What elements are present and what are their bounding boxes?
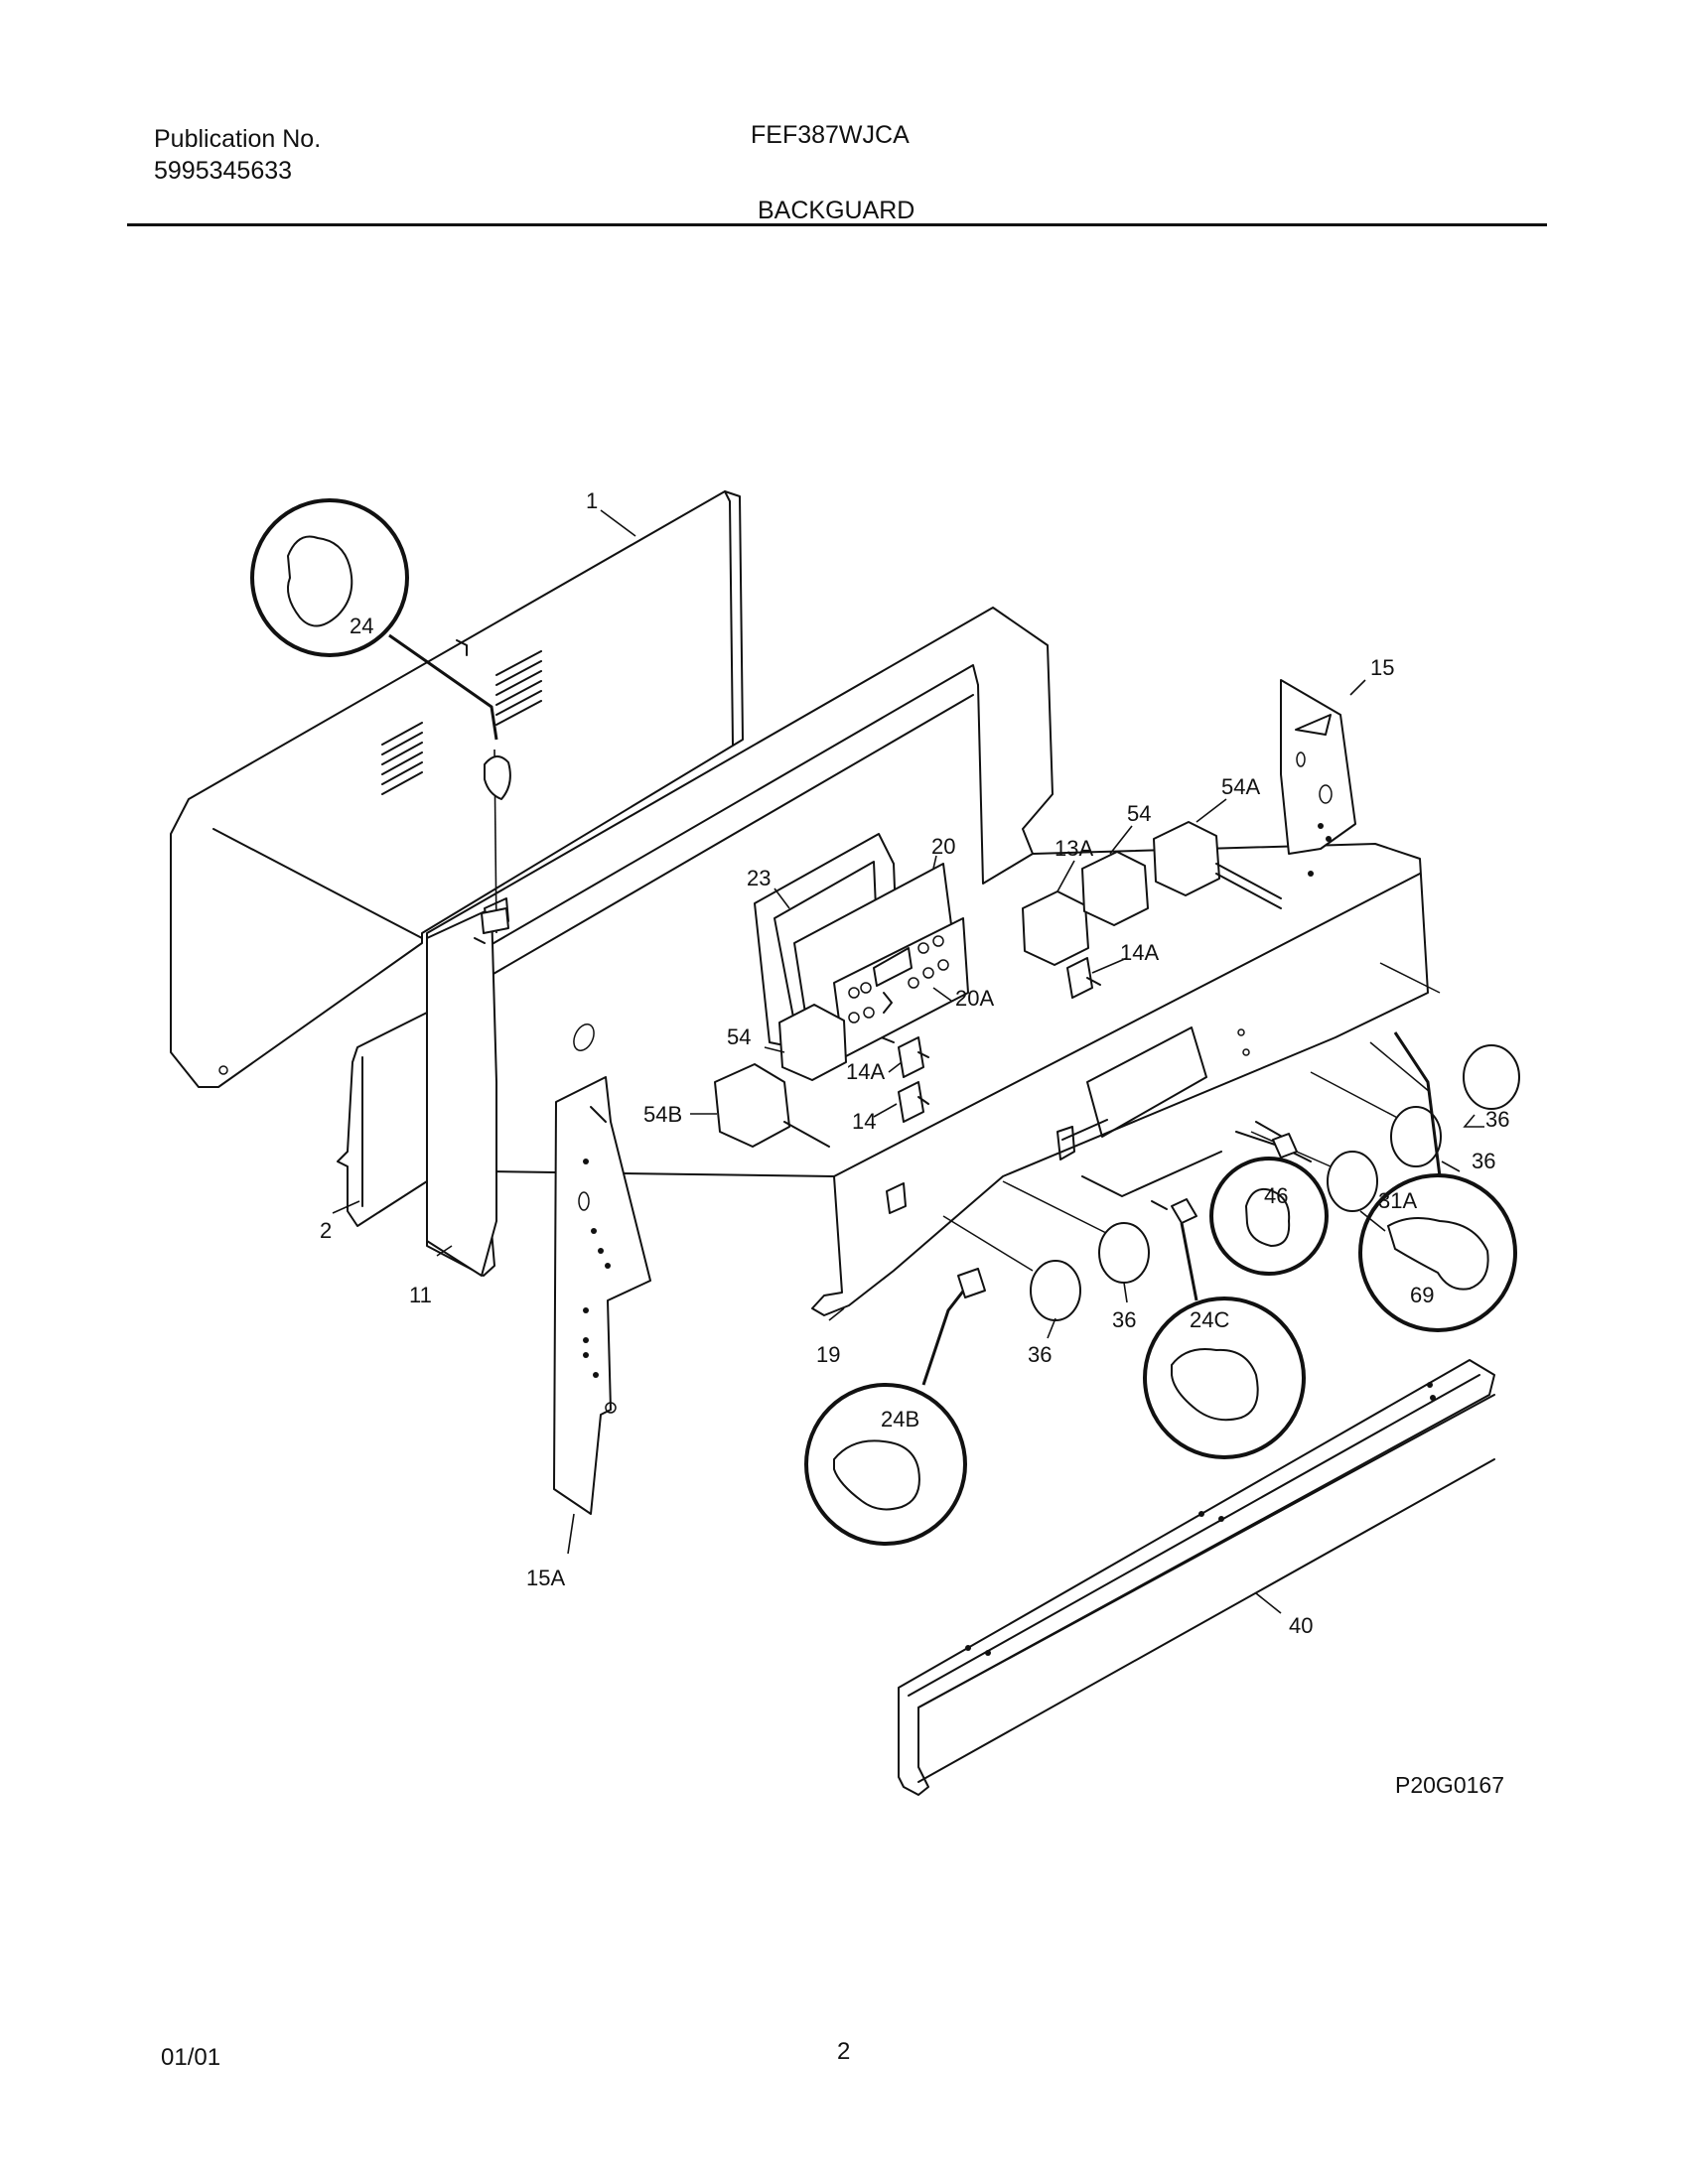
part-54-switch-mid	[778, 1004, 847, 1081]
callout-14a-right: 14A	[1120, 940, 1159, 965]
part-15a-end-bracket	[553, 1076, 651, 1515]
part-54-switch-top	[1081, 851, 1149, 926]
detail-circle-24	[250, 498, 511, 934]
publication-label: Publication No.	[154, 125, 322, 153]
part-15-end-bracket	[1280, 679, 1356, 877]
part-14a-switch-right	[1066, 957, 1101, 999]
publication-number: 5995345633	[154, 157, 293, 185]
callout-40: 40	[1289, 1613, 1313, 1638]
callout-20a: 20A	[955, 986, 994, 1011]
part-13a-switch	[1022, 890, 1089, 966]
callout-46: 46	[1264, 1183, 1288, 1208]
lamp-wiring	[1061, 1119, 1312, 1224]
part-14-switch	[898, 1036, 929, 1078]
detail-circle-69	[1358, 1031, 1517, 1332]
page-number: 2	[837, 2038, 851, 2065]
figure-id: P20G0167	[1395, 1772, 1504, 1798]
section-title: BACKGUARD	[758, 197, 915, 224]
callout-54b: 54B	[643, 1102, 682, 1127]
callout-11: 11	[409, 1283, 432, 1307]
callout-19: 19	[816, 1342, 840, 1367]
header-rule	[127, 223, 1547, 226]
detail-circle-24c	[1143, 1222, 1306, 1459]
callout-69: 69	[1410, 1283, 1434, 1307]
callout-14a-mid: 14A	[846, 1059, 885, 1084]
part-2-left-bracket	[337, 1012, 428, 1227]
callout-36-a: 36	[1485, 1107, 1509, 1132]
callout-24b: 24B	[881, 1407, 919, 1432]
vent-slots-right	[495, 650, 542, 726]
callout-23: 23	[747, 866, 771, 890]
part-54b-switch	[714, 1063, 830, 1148]
callout-24: 24	[350, 614, 373, 638]
callout-15a: 15A	[526, 1566, 565, 1590]
model-number: FEF387WJCA	[751, 121, 910, 149]
part-40-trim-rail	[898, 1359, 1495, 1796]
callout-24c: 24C	[1190, 1307, 1229, 1332]
callout-13a: 13A	[1055, 836, 1093, 861]
detail-circle-46	[1209, 1157, 1329, 1276]
leader-lines	[332, 509, 1484, 1614]
detail-circle-24b	[804, 1268, 986, 1546]
callout-1: 1	[586, 488, 598, 513]
footer-date: 01/01	[161, 2044, 221, 2071]
callout-14: 14	[852, 1109, 876, 1134]
display-window	[1086, 1026, 1207, 1138]
callout-15: 15	[1370, 655, 1394, 680]
callout-54a: 54A	[1221, 774, 1260, 799]
callout-54-mid: 54	[727, 1024, 751, 1049]
callout-20: 20	[931, 834, 955, 859]
callout-36-b: 36	[1472, 1149, 1495, 1173]
control-knobs	[942, 962, 1520, 1321]
callout-54-top: 54	[1127, 801, 1151, 826]
part-54a-switch	[1153, 821, 1282, 909]
part-14a-switch-mid	[898, 1081, 929, 1123]
part-1-rear-panel	[170, 490, 744, 1088]
callout-36-d: 36	[1028, 1342, 1052, 1367]
vent-slots-left	[381, 722, 423, 795]
callouts: 1 24 15 54A 54 13A 20 23 14A 20A 54 14A …	[320, 488, 1509, 1638]
callout-2: 2	[320, 1218, 332, 1243]
callout-31a: 31A	[1378, 1188, 1417, 1213]
callout-36-c: 36	[1112, 1307, 1136, 1332]
part-11-side-bracket	[426, 897, 509, 1277]
